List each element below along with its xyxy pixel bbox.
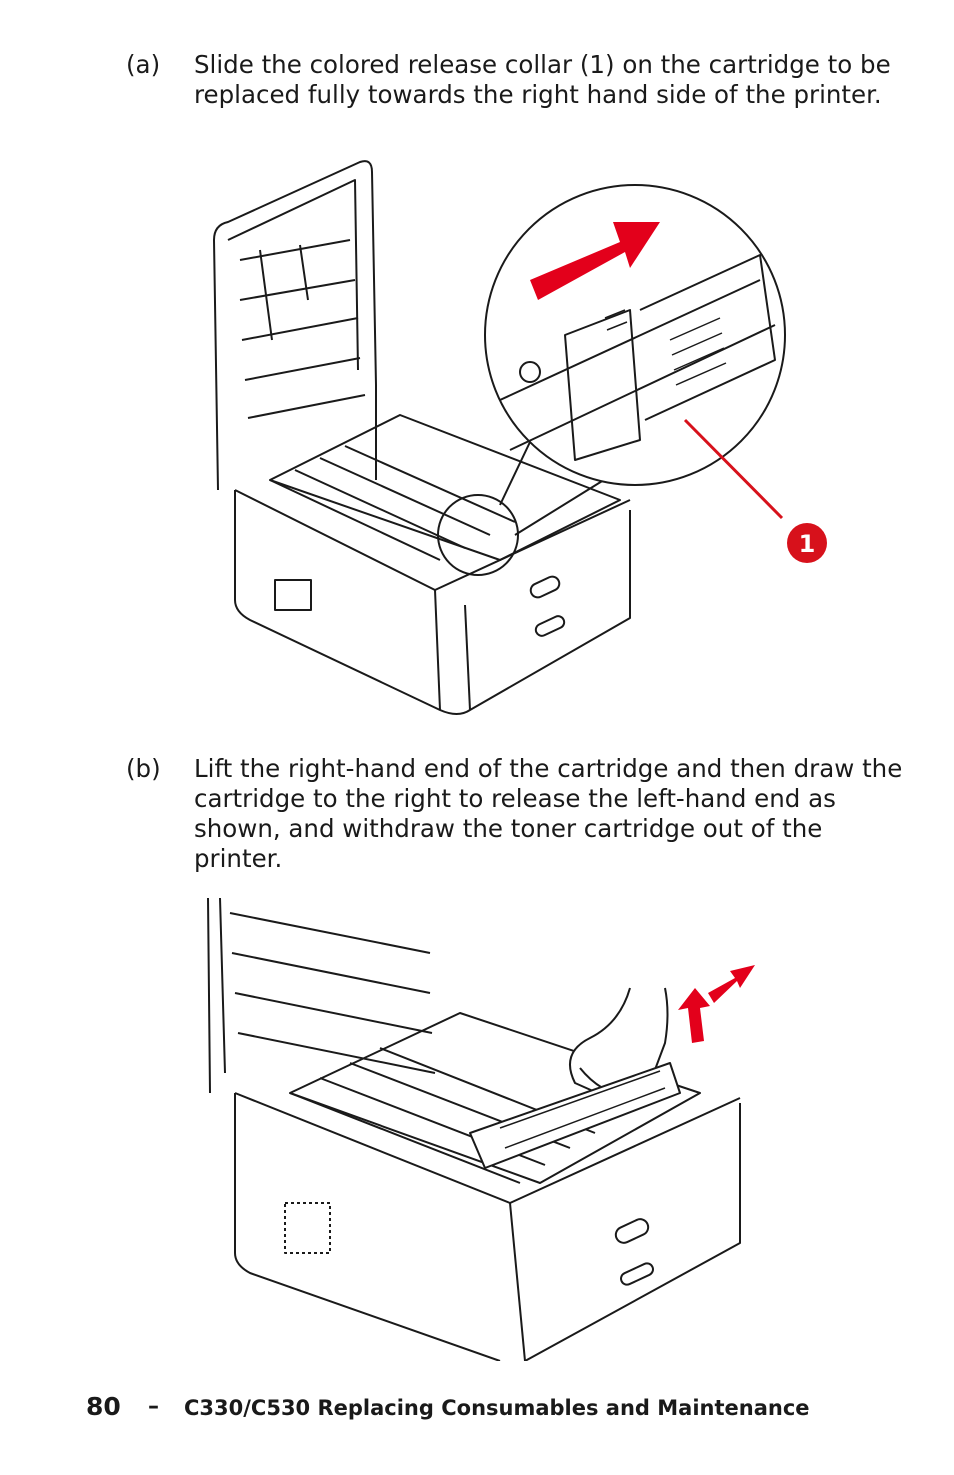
callout-badge: 1 <box>787 523 827 563</box>
magnified-detail-circle <box>484 184 786 486</box>
detail-focus-circle <box>437 494 519 576</box>
release-arrow-icon <box>530 222 660 300</box>
vent-grille-b <box>284 1202 331 1254</box>
vent-grille <box>274 579 312 611</box>
footer-title: C330/C530 Replacing Consumables and Main… <box>184 1396 810 1420</box>
callout-number: 1 <box>799 530 816 558</box>
release-collar <box>564 309 641 461</box>
step-a-text: Slide the colored release collar (1) on … <box>194 50 891 109</box>
page-number: 80 <box>86 1392 121 1421</box>
pull-arrow-icon <box>708 965 755 1003</box>
page-footer: 80 – C330/C530 Replacing Consumables and… <box>86 1392 886 1428</box>
figure-printer-release-collar: 1 <box>213 160 827 715</box>
printer-body-b <box>234 1093 741 1361</box>
step-b-text: Lift the right-hand end of the cartridge… <box>194 754 903 873</box>
step-b-marker: (b) <box>126 754 161 783</box>
footer-separator: – <box>148 1394 159 1419</box>
printer-top-cover <box>213 160 377 491</box>
step-a-marker: (a) <box>126 50 161 79</box>
figure-lift-cartridge <box>207 897 755 1361</box>
lift-arrow-icon <box>678 988 710 1043</box>
